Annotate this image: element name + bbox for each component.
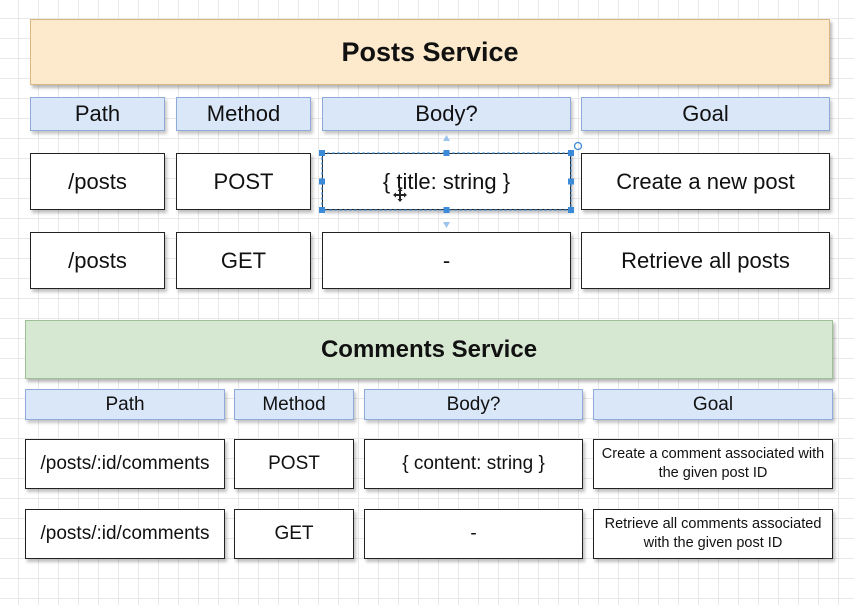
rotate-handle-icon <box>573 141 583 151</box>
posts-header-path[interactable]: Path <box>30 97 165 131</box>
comments-row2-method[interactable]: GET <box>234 509 354 559</box>
posts-row1-method[interactable]: POST <box>176 153 311 210</box>
posts-row2-method[interactable]: GET <box>176 232 311 289</box>
comments-row1-body[interactable]: { content: string } <box>364 439 583 489</box>
comments-row2-body[interactable]: - <box>364 509 583 559</box>
comments-row1-path[interactable]: /posts/:id/comments <box>25 439 225 489</box>
posts-header-body[interactable]: Body? <box>322 97 571 131</box>
comments-header-path[interactable]: Path <box>25 389 225 420</box>
posts-row2-goal[interactable]: Retrieve all posts <box>581 232 830 289</box>
posts-header-method[interactable]: Method <box>176 97 311 131</box>
posts-row1-path[interactable]: /posts <box>30 153 165 210</box>
posts-service-banner[interactable]: Posts Service <box>30 19 830 85</box>
arrow-up-icon <box>443 135 450 141</box>
posts-row1-goal[interactable]: Create a new post <box>581 153 830 210</box>
comments-row1-goal[interactable]: Create a comment associated with the giv… <box>593 439 833 489</box>
arrow-down-icon <box>443 222 450 228</box>
comments-header-body[interactable]: Body? <box>364 389 583 420</box>
comments-service-banner[interactable]: Comments Service <box>25 320 833 379</box>
comments-row2-goal[interactable]: Retrieve all comments associated with th… <box>593 509 833 559</box>
comments-row2-path[interactable]: /posts/:id/comments <box>25 509 225 559</box>
posts-row2-path[interactable]: /posts <box>30 232 165 289</box>
posts-row1-body[interactable]: { title: string } <box>322 153 571 210</box>
posts-header-goal[interactable]: Goal <box>581 97 830 131</box>
comments-row1-method[interactable]: POST <box>234 439 354 489</box>
comments-header-method[interactable]: Method <box>234 389 354 420</box>
comments-header-goal[interactable]: Goal <box>593 389 833 420</box>
posts-row2-body[interactable]: - <box>322 232 571 289</box>
